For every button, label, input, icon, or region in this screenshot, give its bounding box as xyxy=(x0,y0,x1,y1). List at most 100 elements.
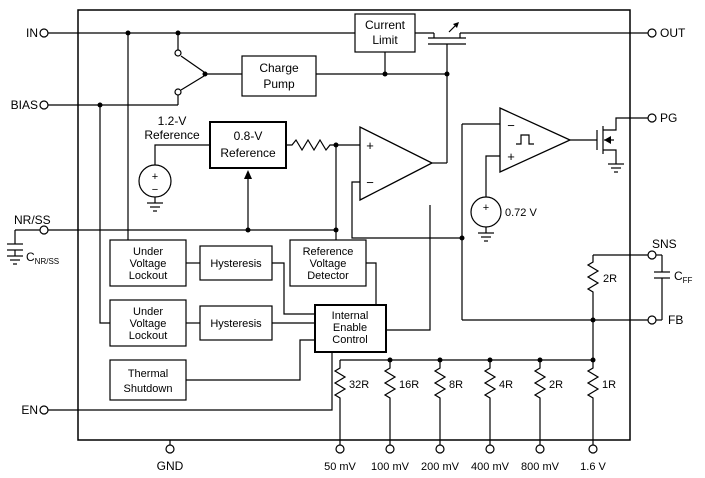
hysteresis-label: Hysteresis xyxy=(210,258,262,270)
iec-label: Control xyxy=(332,334,367,346)
rvd-label: Voltage xyxy=(310,258,347,270)
pin-pg xyxy=(647,113,657,123)
ladder-resistor-value: 2R xyxy=(549,379,563,391)
wires xyxy=(7,32,670,445)
uvlo-label: Under xyxy=(133,246,163,258)
sense-resistor xyxy=(586,255,600,320)
current-limit-label: Current xyxy=(365,18,406,32)
pin-en-label: EN xyxy=(21,403,38,417)
ladder-resistor xyxy=(587,359,599,441)
block-uvlo-1: Under Voltage Lockout xyxy=(109,239,187,287)
block-internal-enable-control: Internal Enable Control xyxy=(314,304,387,353)
ladder-resistor-value: 32R xyxy=(349,379,369,391)
pin-gnd xyxy=(165,444,175,454)
ladder-resistor-value: 4R xyxy=(499,379,513,391)
vref-pg-value: 0.72 V xyxy=(505,207,537,219)
junction-dots xyxy=(97,30,596,363)
tap-label: 1.6 V xyxy=(580,461,606,473)
enable-arrow-icon xyxy=(244,170,252,179)
ladder-resistor-value: 8R xyxy=(449,379,463,391)
tap-label: 100 mV xyxy=(371,461,410,473)
uvlo-label: Voltage xyxy=(130,318,167,330)
tap-label: 50 mV xyxy=(324,461,356,473)
rvd-label: Detector xyxy=(307,270,349,282)
ladder-resistor-value: 1R xyxy=(602,379,616,391)
rvd-label: Reference xyxy=(303,246,354,258)
tap-label: 200 mV xyxy=(421,461,460,473)
cap-nrss-label: CNR/SS xyxy=(26,250,59,266)
pins: IN BIAS NR/SS EN OUT PG SNS FB GND 50 mV… xyxy=(11,26,686,473)
ground-icon xyxy=(607,157,625,173)
block-ref-0v8: 0.8-V Reference xyxy=(209,121,287,169)
block-charge-pump: Charge Pump xyxy=(241,55,317,97)
uvlo-label: Under xyxy=(133,306,163,318)
pg-fet xyxy=(596,117,648,173)
plus-sign: + xyxy=(366,138,374,153)
pin-bias-label: BIAS xyxy=(11,98,38,112)
pin-in-label: IN xyxy=(26,26,38,40)
block-hysteresis-2: Hysteresis xyxy=(199,305,273,341)
external-capacitors: CNR/SS CFF xyxy=(6,249,693,285)
fet-arrow-icon xyxy=(604,136,611,144)
block-current-limit: Current Limit xyxy=(354,13,416,53)
block-reference-voltage-detector: Reference Voltage Detector xyxy=(289,239,367,287)
thermal-label: Shutdown xyxy=(124,383,173,395)
pin-sns xyxy=(647,250,657,260)
current-limit-label: Limit xyxy=(372,33,398,47)
pin-pg-label: PG xyxy=(660,111,677,125)
input-select-switches xyxy=(174,49,182,96)
tap-label: 800 mV xyxy=(521,461,560,473)
pin-tap-50mv xyxy=(335,444,345,454)
thermal-label: Thermal xyxy=(128,368,168,380)
ladder-resistor xyxy=(334,359,346,441)
uvlo-label: Lockout xyxy=(129,270,168,282)
ladder-resistor xyxy=(384,359,396,441)
cap-ff-label: CFF xyxy=(674,269,693,285)
uvlo-label: Lockout xyxy=(129,330,168,342)
ref-1v2-label: Reference xyxy=(144,128,200,142)
block-uvlo-2: Under Voltage Lockout xyxy=(109,299,187,347)
fet-arrow-icon xyxy=(453,22,459,28)
ladder-resistor xyxy=(534,359,546,441)
ground-icon xyxy=(477,226,495,242)
error-amplifier: + − xyxy=(359,125,434,202)
pin-in xyxy=(39,28,49,38)
pin-sns-label: SNS xyxy=(652,237,677,251)
ground-icon xyxy=(146,196,164,212)
pin-tap-800mv xyxy=(535,444,545,454)
plus-sign: + xyxy=(152,171,158,183)
charge-pump-label: Charge xyxy=(259,61,299,75)
hysteresis-icon xyxy=(516,134,534,145)
pass-fet xyxy=(428,22,466,45)
ladder-resistor xyxy=(434,359,446,441)
uvlo-label: Voltage xyxy=(130,258,167,270)
feedback-ladder: 2R 32R 16R 8R 4R 2R 1R xyxy=(334,255,617,441)
ref-0v8-label: Reference xyxy=(220,146,276,160)
block-hysteresis-1: Hysteresis xyxy=(199,245,273,281)
ground-icon xyxy=(6,249,24,265)
pin-out-label: OUT xyxy=(660,26,686,40)
pin-tap-400mv xyxy=(485,444,495,454)
pin-bias xyxy=(39,100,49,110)
sense-resistor-value: 2R xyxy=(603,273,617,285)
ic-outline xyxy=(77,9,631,441)
pin-tap-100mv xyxy=(385,444,395,454)
ref-1v2-label: 1.2-V xyxy=(158,114,187,128)
ladder-resistor-value: 16R xyxy=(399,379,419,391)
pin-tap-1v6 xyxy=(588,444,598,454)
pin-fb xyxy=(647,315,657,325)
pin-gnd-label: GND xyxy=(157,459,184,473)
pg-comparator: − + xyxy=(499,106,572,174)
tap-label: 400 mV xyxy=(471,461,510,473)
reference-0v72: + 0.72 V xyxy=(470,196,537,242)
ref-0v8-label: 0.8-V xyxy=(234,129,263,143)
minus-sign: − xyxy=(366,175,374,190)
pin-tap-200mv xyxy=(435,444,445,454)
plus-sign: + xyxy=(507,149,515,164)
plus-sign: + xyxy=(483,202,489,214)
pin-nrss-label: NR/SS xyxy=(14,213,51,227)
block-thermal-shutdown: Thermal Shutdown xyxy=(109,359,187,401)
minus-sign: − xyxy=(152,184,158,196)
